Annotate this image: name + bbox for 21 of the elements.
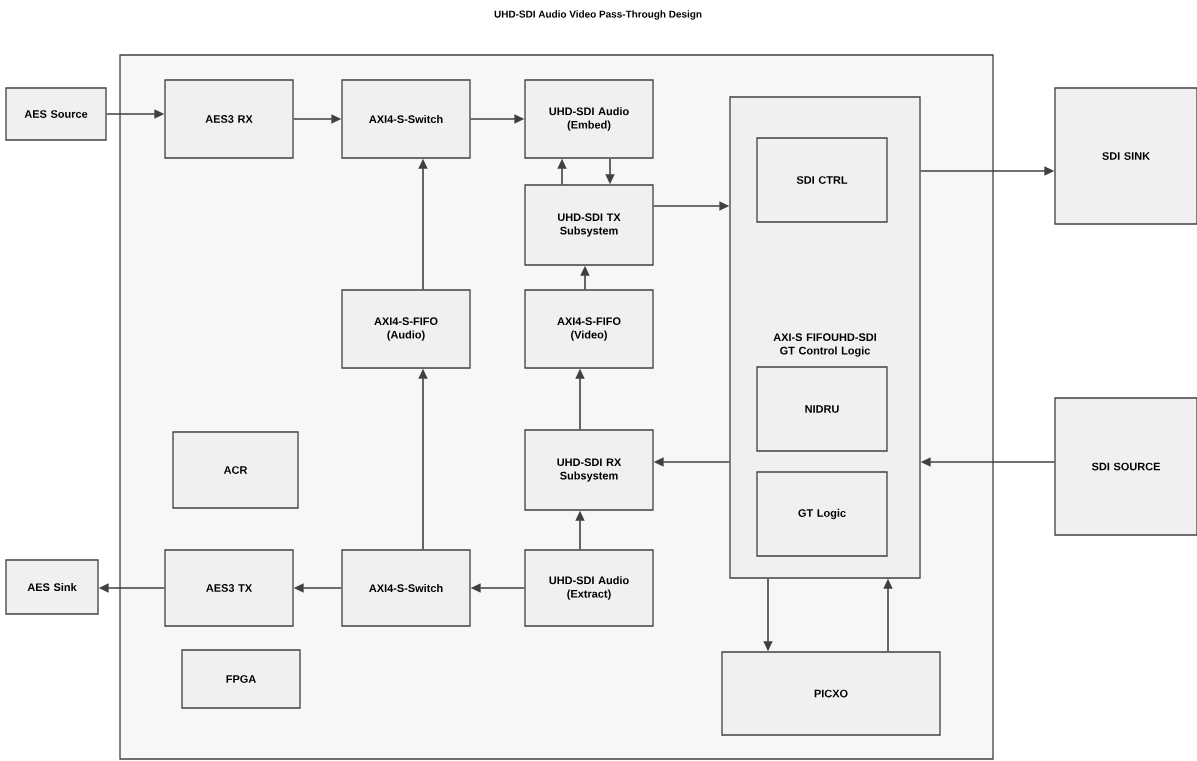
block-box: UHD-SDI Audio (Embed): [524, 79, 654, 159]
block-box: UHD-SDI TX Subsystem: [524, 184, 654, 266]
block-box: AES3 TX: [164, 549, 294, 627]
block-box: PICXO: [721, 651, 941, 736]
block-box: NIDRU: [756, 366, 888, 452]
block-box: SDI SOURCE: [1054, 397, 1197, 536]
block-box: AXI4-S-FIFO (Audio): [341, 289, 471, 369]
block-box: AES3 RX: [164, 79, 294, 159]
block-box: UHD-SDI RX Subsystem: [524, 429, 654, 511]
block-box: SDI SINK: [1054, 87, 1197, 225]
block-box: AXI4-S-Switch: [341, 549, 471, 627]
block-box: AXI4-S-Switch: [341, 79, 471, 159]
title: UHD-SDI Audio Video Pass-Through Design: [494, 10, 702, 20]
block-box: AES Sink: [5, 559, 99, 615]
block-box: SDI CTRL: [756, 137, 888, 223]
block-box: AES Source: [5, 87, 107, 141]
block-box: GT Logic: [756, 471, 888, 557]
block-box: FPGA: [181, 649, 301, 709]
block-box: AXI4-S-FIFO (Video): [524, 289, 654, 369]
block-box: ACR: [172, 431, 299, 509]
block-box: UHD-SDI Audio (Extract): [524, 549, 654, 627]
